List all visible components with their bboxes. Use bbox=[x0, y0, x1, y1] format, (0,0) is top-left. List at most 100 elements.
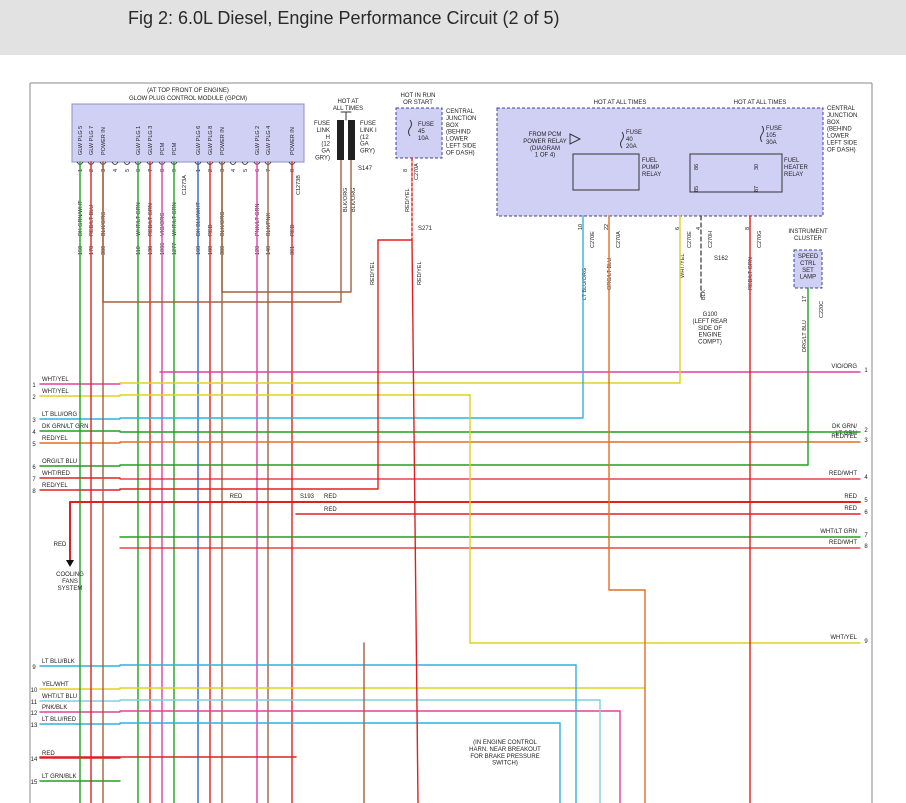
row-left-number: 9 bbox=[32, 665, 36, 671]
gpcm-pin-name: GLW PLG 6 bbox=[196, 126, 202, 155]
relay-pin-30: 30 bbox=[754, 164, 760, 170]
row-left-number: 15 bbox=[31, 780, 38, 786]
row-left-label: LT BLU/ORG bbox=[42, 412, 77, 418]
header-bar: Fig 2: 6.0L Diesel, Engine Performance C… bbox=[0, 0, 906, 55]
cjb-big-hot-label-1: HOT AT ALL TIMES bbox=[594, 100, 647, 106]
row-right-label: RED bbox=[844, 494, 857, 500]
splice-s193: S193 bbox=[300, 494, 315, 500]
gpcm-wire-color: RED/LT GRN bbox=[148, 203, 154, 236]
gpcm-pin-number: 9 bbox=[172, 169, 178, 172]
gpcm-label-location: (AT TOP FRONT OF ENGINE) bbox=[147, 88, 229, 94]
gpcm-wire-color: VIO/ORG bbox=[160, 212, 166, 236]
gpcm-circuit-number: 170 bbox=[89, 246, 95, 255]
pcm-relay-arrow bbox=[569, 133, 582, 145]
wire-org-lt-blu: ORG/LT BLU bbox=[607, 258, 613, 290]
row-left-label: LT BLU/RED bbox=[42, 717, 77, 723]
gpcm-pin-number: 8 bbox=[160, 169, 166, 172]
fuselink-wire-blk-org-2: BLK/ORG bbox=[351, 188, 357, 212]
row-right-label: RED/YEL bbox=[831, 434, 857, 440]
row-left-label: WHT/LT BLU bbox=[42, 694, 77, 700]
fuselink-i bbox=[348, 120, 355, 160]
connector-c1273a: C1273A bbox=[182, 175, 188, 195]
row-right-label: RED/WHT bbox=[829, 471, 857, 477]
cjb-small-box bbox=[395, 107, 443, 159]
gpcm-pin-name: GLW PLG 2 bbox=[255, 126, 261, 155]
gpcm-pin-name: POWER IN bbox=[290, 127, 296, 155]
red-yel-label-1: RED/YEL bbox=[370, 261, 376, 285]
gpcm-pin-number: 4 bbox=[231, 169, 237, 172]
cluster-wire-color: DRG/LT BLU bbox=[802, 320, 808, 352]
gpcm-wire-color: RED bbox=[208, 224, 214, 236]
cjb-big-connector: C270E bbox=[590, 231, 596, 248]
cjb-big-connector: C270G bbox=[757, 231, 763, 248]
gpcm-circuit-number: 120 bbox=[255, 246, 261, 255]
cjb-small-wire-color: RED/YEL bbox=[405, 188, 411, 212]
gpcm-pin-number: 4 bbox=[113, 169, 119, 172]
gpcm-pin-number: 2 bbox=[89, 169, 95, 172]
cjb-big-hot-label-2: HOT AT ALL TIMES bbox=[734, 100, 787, 106]
fuse-105-symbol bbox=[760, 125, 764, 143]
cjb-small-pin: 8 bbox=[403, 169, 409, 172]
gpcm-wire-color: DK GRN/WHT bbox=[78, 200, 84, 236]
row-right-number: 2 bbox=[864, 428, 868, 434]
row-left-label: WHT/RED bbox=[42, 471, 71, 477]
arrow-cooling bbox=[66, 560, 74, 567]
cluster-pin: 17 bbox=[802, 296, 808, 302]
connector-pin-arc bbox=[123, 161, 131, 165]
row-right-label: DK GRN/LT GRN bbox=[832, 424, 857, 437]
gpcm-pin-name: POWER IN bbox=[101, 127, 107, 155]
gpcm-pin-number: 1 bbox=[196, 169, 202, 172]
row-right-number: 8 bbox=[864, 544, 868, 550]
gpcm-pin-name: PCM bbox=[172, 142, 178, 155]
gpcm-wire-color: WHT/LT GRN bbox=[136, 202, 142, 236]
gpcm-wire-color: BLK/PNK bbox=[266, 212, 272, 236]
wire-blk: BLK bbox=[701, 289, 707, 300]
gpcm-pin-name: GLW PLG 5 bbox=[78, 126, 84, 155]
cjb-big-pin: 4 bbox=[696, 227, 702, 230]
fuse-40-symbol bbox=[620, 131, 624, 149]
gpcm-pin-number: 1 bbox=[78, 169, 84, 172]
gpcm-circuit-number: 180 bbox=[208, 246, 214, 255]
gpcm-pin-number: 3 bbox=[101, 169, 107, 172]
row-left-number: 1 bbox=[32, 383, 36, 389]
gpcm-circuit-number: 1066 bbox=[160, 243, 166, 255]
gpcm-pin-number: 8 bbox=[290, 169, 296, 172]
row-left-label: RED/YEL bbox=[42, 436, 68, 442]
wire-org-to-row bbox=[609, 589, 646, 803]
gpcm-wire-color: RED bbox=[290, 224, 296, 236]
gpcm-pin-number: 7 bbox=[266, 169, 272, 172]
connector-pin-arc bbox=[241, 161, 249, 165]
row-left-number: 6 bbox=[32, 465, 36, 471]
wire-lt-blu-org: LT BLU/ORG bbox=[582, 268, 588, 300]
relay-pin-85: 85 bbox=[694, 186, 700, 192]
fuel-heater-relay-box bbox=[689, 153, 783, 193]
instrument-cluster-box bbox=[793, 249, 823, 289]
s193-red-out-2: RED bbox=[324, 507, 337, 513]
row-right-number: 6 bbox=[864, 510, 868, 516]
row-right-number: 1 bbox=[864, 368, 868, 374]
gpcm-pin-number: 5 bbox=[125, 169, 131, 172]
cjb-big-pin: 22 bbox=[604, 224, 610, 230]
row-left-label: WHT/YEL bbox=[42, 389, 69, 395]
gpcm-pin-name: GLW PLG 1 bbox=[136, 126, 142, 155]
row-left-label: LT GRN/BLK bbox=[42, 774, 76, 780]
splice-s147: S147 bbox=[358, 166, 373, 172]
row-right-number: 9 bbox=[864, 639, 868, 645]
row-left-number: 3 bbox=[32, 418, 36, 424]
gpcm-circuit-number: 150 bbox=[78, 246, 84, 255]
row-left-number: 14 bbox=[31, 757, 38, 763]
row-left-number: 10 bbox=[31, 688, 38, 694]
s193-red-in: RED bbox=[230, 494, 243, 500]
row-left-label: RED bbox=[42, 751, 55, 757]
gpcm-circuit-number: 130 bbox=[148, 246, 154, 255]
row-left-label: RED/YEL bbox=[42, 483, 68, 489]
fuel-pump-relay-box bbox=[572, 153, 640, 191]
